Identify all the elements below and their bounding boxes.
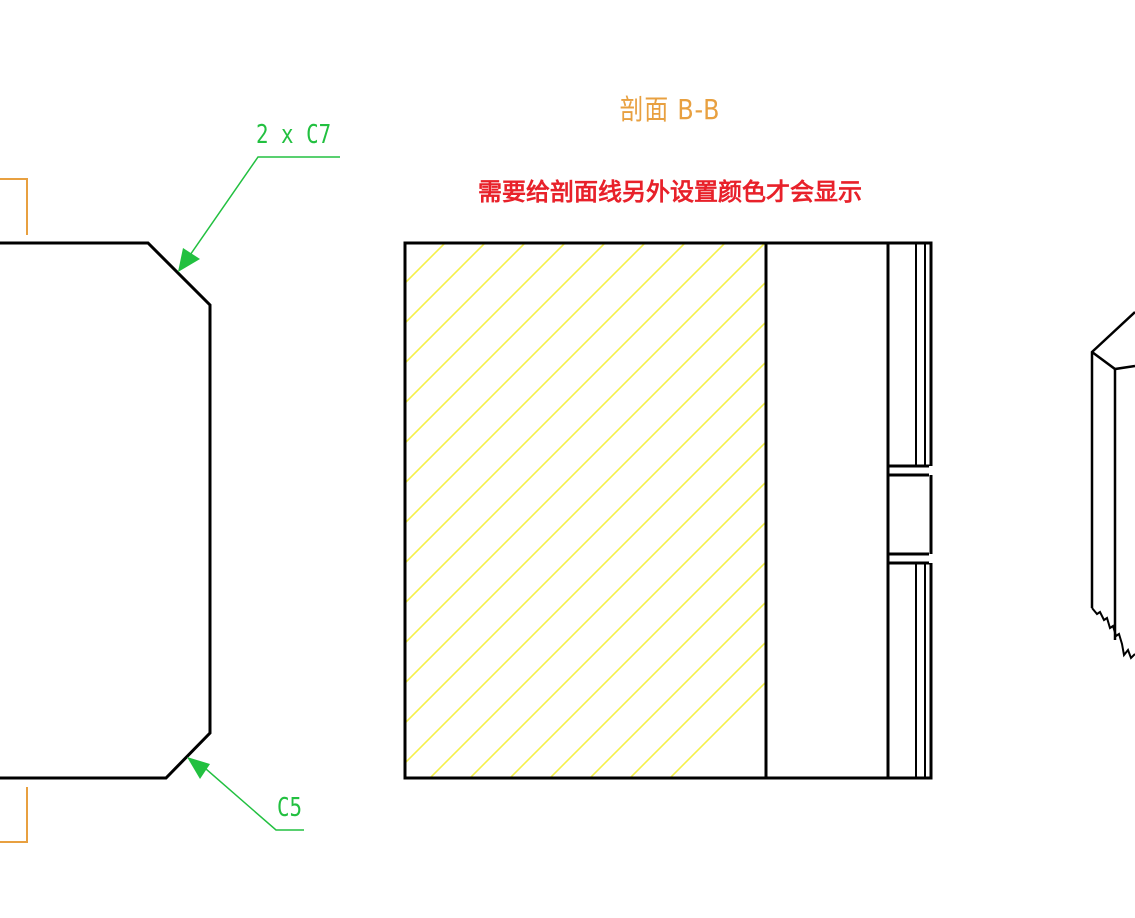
- slot-detail: [888, 243, 931, 778]
- leader-c7: [187, 156, 340, 259]
- chamfer-label-c7: 2 x C7: [256, 120, 332, 150]
- isometric-view: [1090, 311, 1135, 660]
- hatch-color-note: 需要给剖面线另外设置颜色才会显示: [478, 178, 862, 206]
- section-title: 剖面 B-B: [619, 93, 721, 126]
- arrowhead-c7-icon: [178, 248, 200, 272]
- slot-gap: [929, 466, 937, 563]
- arrowhead-c5-icon: [187, 757, 210, 779]
- leader-c5: [197, 761, 304, 831]
- section-marker-top: [0, 178, 28, 235]
- chamfer-label-c5: C5: [277, 793, 303, 823]
- front-view-outline: [0, 241, 212, 780]
- section-hatch: [405, 243, 766, 778]
- section-marker-bottom: [0, 787, 28, 843]
